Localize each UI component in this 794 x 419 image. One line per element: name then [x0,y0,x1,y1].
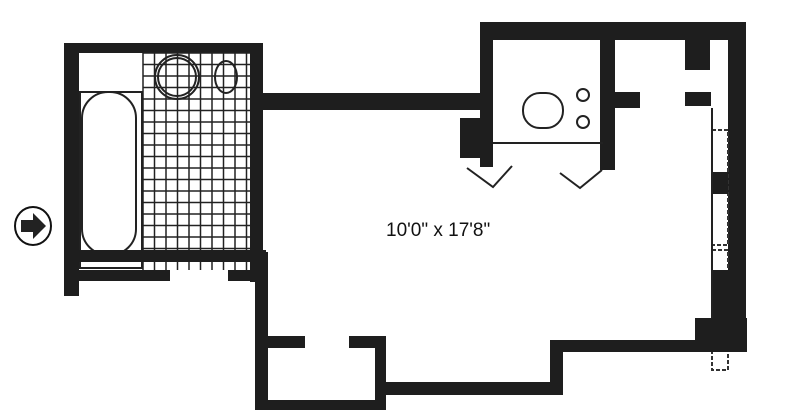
door-swing-right [559,169,603,190]
closet-right [685,22,746,371]
entry-wall [67,250,266,262]
entry-arrow-icon [14,206,52,246]
bathroom [64,43,263,296]
bathroom-bottom-wall-left [64,270,170,281]
left-lower-wall [255,252,268,410]
stove-burner [576,88,590,102]
bottom-right-pier [695,318,747,352]
bottom-wall [380,382,563,395]
bottom-step-wall [550,340,700,352]
bathroom-left-wall [64,43,79,296]
wardrobe-divider [712,172,728,194]
bathroom-right-wall [250,43,263,282]
kitchen-top-wall [480,22,746,40]
top-wall [258,93,488,110]
kitchen-left-pier [460,118,493,158]
sink [214,60,238,94]
bathroom-bottom-wall-right [228,270,263,281]
bottom-step-vertical [550,340,563,395]
closet-stub-right [349,336,386,348]
closet-right-wall [375,336,386,410]
kitchen [460,22,746,190]
bathroom-top-wall [64,43,263,53]
toilet-bowl [154,54,200,100]
stove-burner [576,115,590,129]
room-dimensions-label: 10'0" x 17'8" [386,220,491,241]
closet-stub-top [685,40,710,70]
right-wall [728,22,746,352]
bathtub [81,91,137,256]
toilet-bowl-inner [157,57,197,97]
kitchen-sink [522,92,564,129]
entry-jamb [67,242,77,260]
closet-stub [685,92,711,106]
closet-stub-left [262,336,305,348]
closet-bottom-wall [258,400,386,410]
door-swing-left [466,165,513,189]
kitchen-partition-stub [600,92,640,108]
